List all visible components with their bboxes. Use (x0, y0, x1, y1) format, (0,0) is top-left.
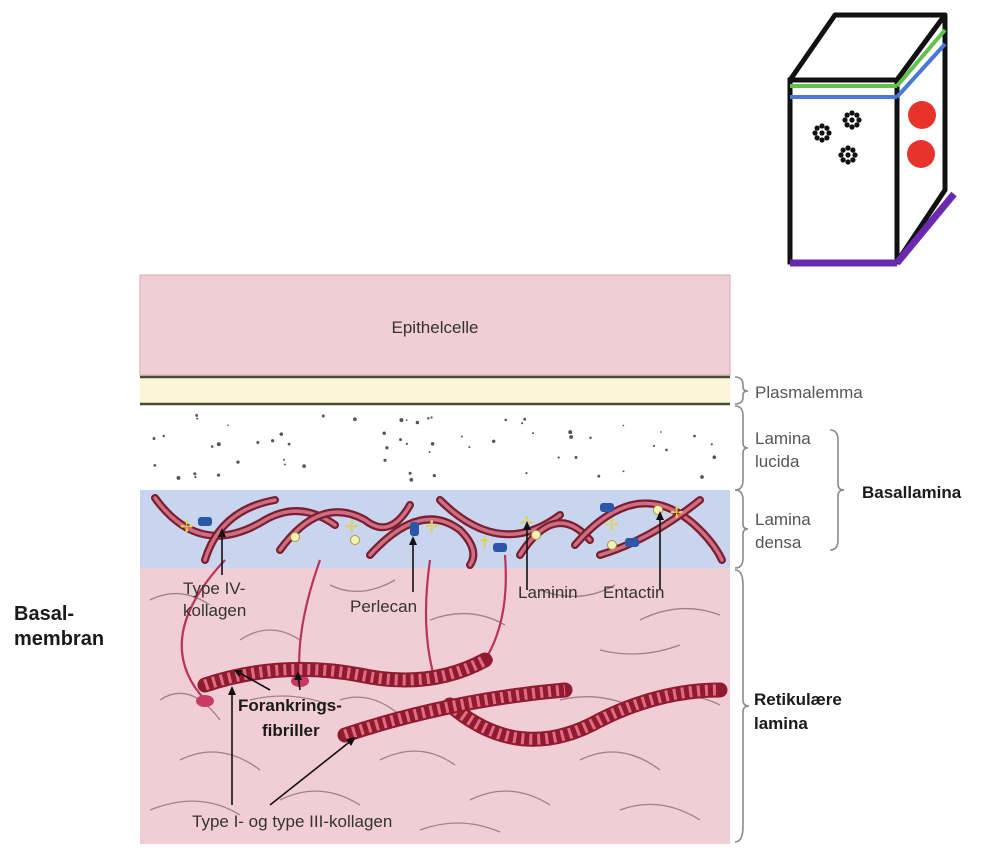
label-lamina-densa-line2: densa (755, 533, 802, 552)
plasmalemma-layer (140, 376, 730, 405)
label-basalmembran-line2: membran (14, 628, 104, 650)
right-braces (734, 376, 845, 843)
label-basalmembran-line1: Basal- (14, 603, 74, 625)
type-i-iii-collagen-fibers (197, 652, 728, 747)
label-retikulaere-line2: lamina (754, 714, 808, 733)
epithelial-cell-layer (139, 274, 731, 376)
entactin-molecules (290, 505, 663, 550)
label-laminin: Laminin (518, 583, 578, 602)
lamina-lucida-layer (140, 406, 730, 490)
type-iv-collagen-network (151, 494, 726, 569)
svg-text:✝: ✝ (478, 533, 491, 552)
label-basallamina: Basallamina (862, 483, 962, 502)
red-dot-upper (908, 101, 936, 129)
label-type-i-iii-kollagen: Type I- og type III-kollagen (192, 812, 392, 831)
svg-text:✢: ✢ (180, 517, 193, 536)
lamina-lucida-particles (152, 413, 717, 482)
label-type-iv-line1: Type IV- (183, 579, 245, 598)
perlecan-molecules (198, 503, 639, 552)
label-entactin: Entactin (603, 583, 664, 602)
svg-text:✢: ✢ (425, 517, 438, 536)
svg-text:✢: ✢ (345, 517, 358, 536)
reticular-fibers (149, 579, 721, 833)
label-plasmalemma: Plasmalemma (755, 383, 863, 402)
label-forankrings-line1: Forankrings- (238, 696, 342, 715)
label-epithelcelle: Epithelcelle (392, 318, 479, 337)
label-perlecan: Perlecan (350, 597, 417, 616)
black-dot-clusters (812, 110, 862, 165)
label-retikulaere-line1: Retikulære (754, 690, 842, 709)
label-type-iv-line2: kollagen (183, 601, 246, 620)
label-arrows (218, 511, 664, 806)
svg-text:✢: ✢ (605, 515, 618, 534)
cell-box-icon (787, 12, 957, 267)
svg-text:✢: ✢ (670, 503, 683, 522)
red-dot-lower (907, 140, 935, 168)
laminin-molecules: ✢ ✢ ✢ ✢ ✢ ✢ ✝ (180, 503, 683, 552)
label-lamina-lucida-line1: Lamina (755, 429, 811, 448)
label-lamina-lucida-line2: lucida (755, 452, 800, 471)
label-forankrings-line2: fibriller (262, 721, 320, 740)
label-lamina-densa-line1: Lamina (755, 510, 811, 529)
